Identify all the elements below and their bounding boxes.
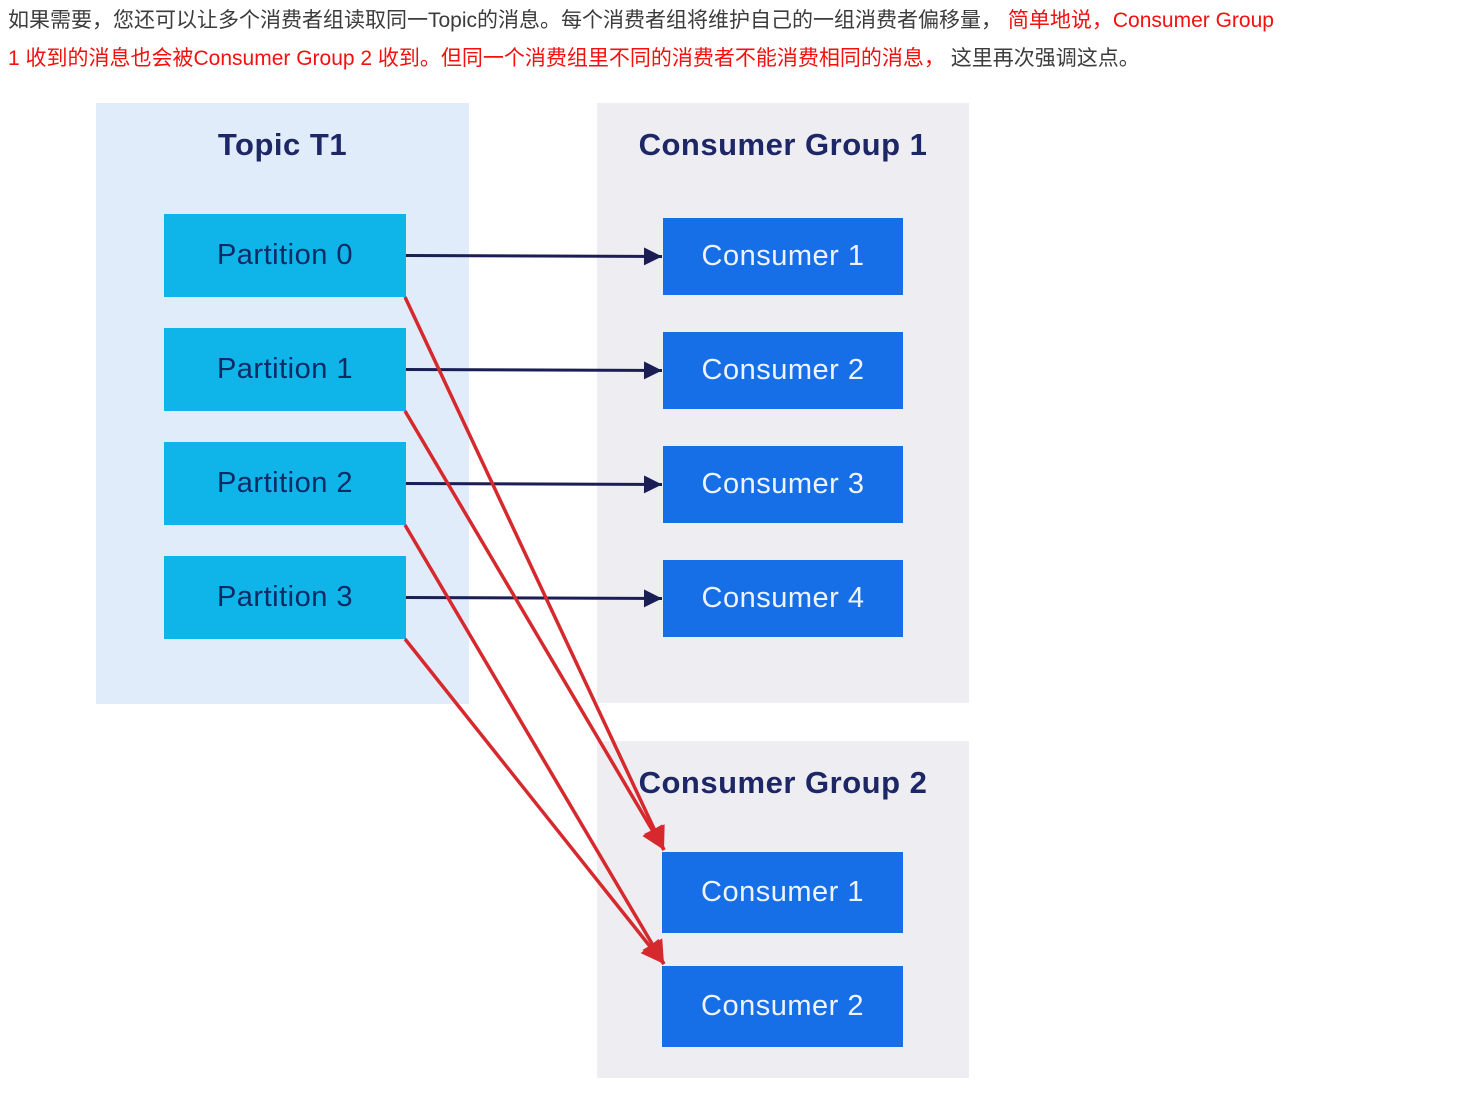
partition-box-2: Partition 2 [164,442,406,525]
cg2-consumer-box-1: Consumer 2 [662,966,903,1047]
paragraph-line-2: 1 收到的消息也会被Consumer Group 2 收到。但同一个消费组里不同… [8,40,1468,78]
paragraph-line-1: 如果需要，您还可以让多个消费者组读取同一Topic的消息。每个消费者组将维护自己… [8,2,1468,40]
partition-box-1: Partition 1 [164,328,406,411]
cg1-consumer-box-0: Consumer 1 [663,218,903,295]
cg1-consumer-box-2: Consumer 3 [663,446,903,523]
paragraph-text-normal: 这里再次强调这点。 [950,47,1140,70]
paragraph-text-highlight: 简单地说，Consumer Group [1007,9,1274,32]
cg2-consumer-box-0: Consumer 1 [662,852,903,933]
cg1-consumer-box-3: Consumer 4 [663,560,903,637]
topic-title: Topic T1 [217,127,348,162]
paragraph-text-highlight: 1 收到的消息也会被Consumer Group 2 收到。但同一个消费组里不同… [8,47,945,70]
paragraph-text-normal: 如果需要，您还可以让多个消费者组读取同一Topic的消息。每个消费者组将维护自己… [8,9,1003,32]
consumer-group-1-title: Consumer Group 1 [638,127,928,162]
consumer-group-2-title: Consumer Group 2 [638,765,928,800]
partition-box-3: Partition 3 [164,556,406,639]
partition-box-0: Partition 0 [164,214,406,297]
intro-paragraph: 如果需要，您还可以让多个消费者组读取同一Topic的消息。每个消费者组将维护自己… [8,2,1468,78]
cg1-consumer-box-1: Consumer 2 [663,332,903,409]
